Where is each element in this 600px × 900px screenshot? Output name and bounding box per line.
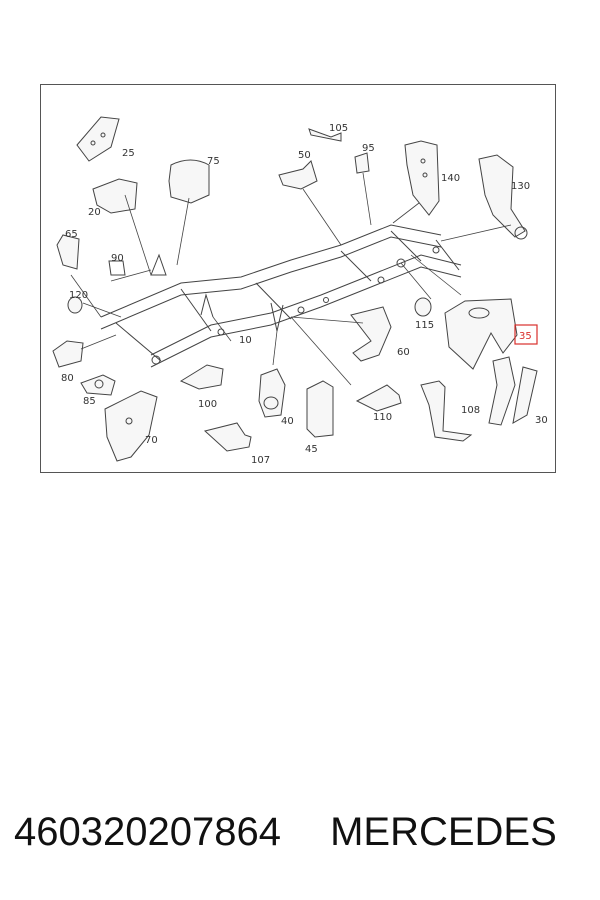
callout-label: 40: [281, 416, 294, 427]
callout-label: 85: [83, 396, 96, 407]
callout-label: 140: [441, 173, 460, 184]
leader-lines: [70, 172, 512, 386]
highlighted-callout-label: 35: [519, 331, 532, 342]
callout-label: 90: [111, 253, 124, 264]
chassis-frame: [100, 224, 462, 368]
callout-label: 105: [329, 123, 348, 134]
part-115: [414, 297, 432, 317]
callout-label: 80: [61, 373, 74, 384]
part-40: [258, 368, 286, 418]
callout-label: 10: [239, 335, 252, 346]
part-60: [350, 306, 392, 362]
callout-label: 108: [461, 405, 480, 416]
part-140: [404, 140, 440, 216]
part-50: [278, 160, 318, 190]
part-75: [168, 159, 210, 204]
callout-label: 107: [251, 455, 270, 466]
part-100: [179, 364, 224, 390]
parts-diagram-frame: 25 75 105 50 95 140 130 20 65 90 120 115…: [40, 84, 556, 473]
callout-label: 20: [88, 207, 101, 218]
part-108: [420, 380, 473, 442]
callout-label: 30: [535, 415, 548, 426]
part-80: [52, 340, 84, 368]
part-70: [104, 390, 158, 462]
callout-label: 60: [397, 347, 410, 358]
callout-label: 50: [298, 150, 311, 161]
part-90: [108, 260, 126, 276]
part-107: [203, 422, 252, 452]
callout-label: 25: [122, 148, 135, 159]
callout-label: 75: [207, 156, 220, 167]
part-130: [478, 154, 528, 240]
part-85: [80, 374, 116, 396]
highlight-box: [514, 324, 538, 345]
part-120: [67, 296, 83, 314]
callout-label: 95: [362, 143, 375, 154]
part-35: [444, 298, 518, 370]
callout-label: 70: [145, 435, 158, 446]
part-30: [488, 356, 538, 426]
part-number: 460320207864: [14, 810, 281, 854]
callout-label: 130: [511, 181, 530, 192]
part-45: [306, 380, 334, 438]
callout-label: 65: [65, 229, 78, 240]
part-105: [308, 128, 342, 142]
part-95: [354, 152, 370, 174]
callout-label: 120: [69, 290, 88, 301]
callout-label: 45: [305, 444, 318, 455]
part-20: [92, 178, 138, 214]
callout-label: 115: [415, 320, 434, 331]
callout-labels: 25 75 105 50 95 140 130 20 65 90 120 115…: [61, 123, 548, 466]
caption: 460320207864 MERCEDES: [14, 804, 594, 860]
brand-name: MERCEDES: [330, 810, 557, 854]
callout-label: 100: [198, 399, 217, 410]
part-25: [76, 116, 120, 162]
chassis-exploded-diagram: 25 75 105 50 95 140 130 20 65 90 120 115…: [52, 116, 548, 466]
callout-label: 110: [373, 412, 392, 423]
part-65: [56, 234, 80, 270]
part-110: [355, 384, 402, 412]
